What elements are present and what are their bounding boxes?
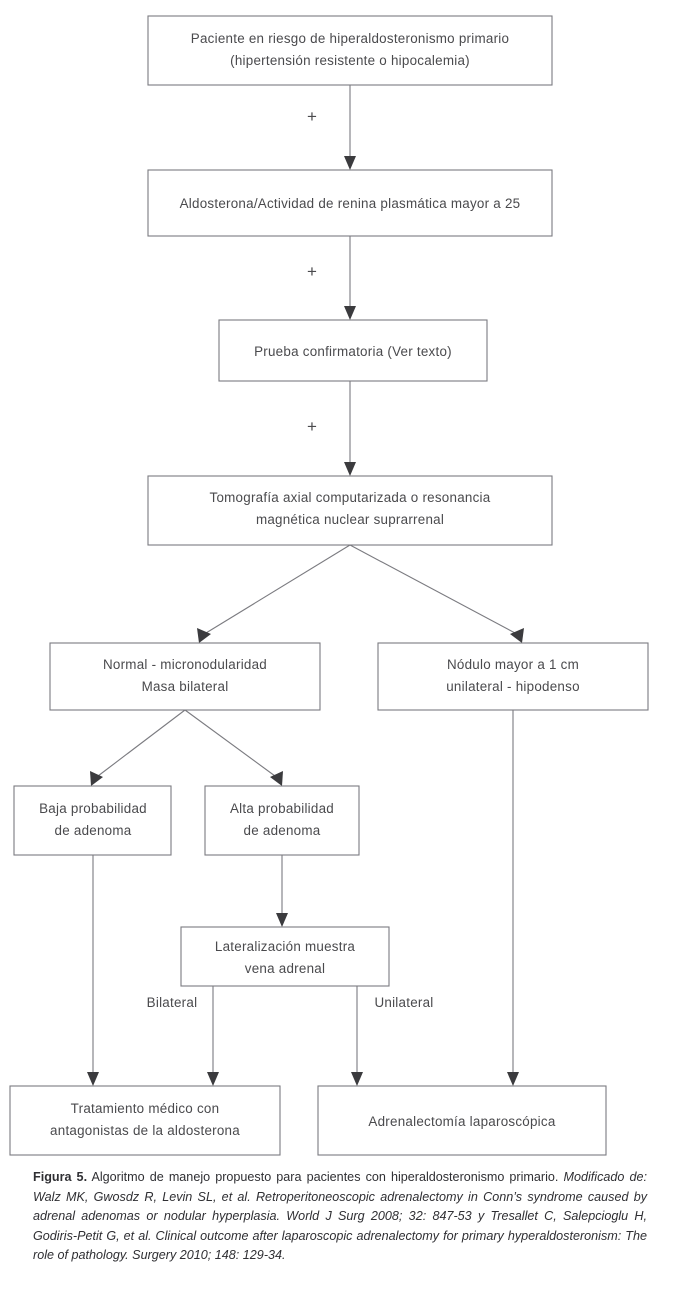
node-label-line1: Tratamiento médico con xyxy=(71,1101,220,1116)
arrowhead-n2-n3 xyxy=(344,306,356,320)
arrowhead-n8-n9 xyxy=(276,913,288,927)
node-normal-micronodularidad: Normal - micronodularidad Masa bilateral xyxy=(49,642,321,711)
node-lateralizacion-vena-adrenal: Lateralización muestra vena adrenal xyxy=(180,926,390,987)
node-box xyxy=(9,1085,281,1156)
arrowhead-n5-n8 xyxy=(270,771,283,786)
connector-n4-n5 xyxy=(205,544,351,634)
node-box xyxy=(147,169,553,237)
node-box xyxy=(204,785,360,856)
node-baja-probabilidad-adenoma: Baja probabilidad de adenoma xyxy=(13,785,172,856)
plus-sign-2: + xyxy=(307,262,317,281)
node-label-line1: Prueba confirmatoria (Ver texto) xyxy=(254,344,452,359)
node-label-line1: Nódulo mayor a 1 cm xyxy=(447,657,579,672)
arrowhead-n6-n11 xyxy=(507,1072,519,1086)
arrowhead-n1-n2 xyxy=(344,156,356,170)
node-label-line1: Aldosterona/Actividad de renina plasmáti… xyxy=(180,196,521,211)
node-box xyxy=(13,785,172,856)
arrowhead-n9-n10 xyxy=(207,1072,219,1086)
node-label-line1: Paciente en riesgo de hiperaldosteronism… xyxy=(191,31,509,46)
edge-label-unilateral: Unilateral xyxy=(374,995,433,1010)
node-label-line2: magnética nuclear suprarrenal xyxy=(256,512,444,527)
arrowhead-n4-n6 xyxy=(510,628,524,643)
edge-label-bilateral: Bilateral xyxy=(147,995,198,1010)
node-label-line2: unilateral - hipodenso xyxy=(446,679,580,694)
node-paciente-en-riesgo: Paciente en riesgo de hiperaldosteronism… xyxy=(147,15,553,86)
flowchart-diagram: + + + Bilateral Unilateral Paciente en r… xyxy=(9,15,649,1156)
node-adrenalectomia-laparoscopica: Adrenalectomía laparoscópica xyxy=(317,1085,607,1156)
node-label-line1: Normal - micronodularidad xyxy=(103,657,267,672)
arrowhead-n3-n4 xyxy=(344,462,356,476)
arrowhead-n7-n10 xyxy=(87,1072,99,1086)
plus-sign-1: + xyxy=(307,107,317,126)
connector-n4-n6 xyxy=(349,544,516,634)
connector-n5-n8 xyxy=(184,709,276,777)
arrowhead-n4-n5 xyxy=(197,628,211,643)
node-box xyxy=(49,642,321,711)
connector-n5-n7 xyxy=(97,709,186,777)
figure-title-text: Algoritmo de manejo propuesto para pacie… xyxy=(87,1170,559,1184)
node-label-line2: vena adrenal xyxy=(245,961,325,976)
node-label-line2: Masa bilateral xyxy=(142,679,229,694)
node-label-line2: de adenoma xyxy=(55,823,132,838)
node-aldosterona-renina: Aldosterona/Actividad de renina plasmáti… xyxy=(147,169,553,237)
node-label-line1: Lateralización muestra xyxy=(215,939,356,954)
node-box xyxy=(147,475,553,546)
node-label-line2: (hipertensión resistente o hipocalemia) xyxy=(230,53,470,68)
node-tratamiento-medico: Tratamiento médico con antagonistas de l… xyxy=(9,1085,281,1156)
plus-sign-3: + xyxy=(307,417,317,436)
node-label-line1: Alta probabilidad xyxy=(230,801,334,816)
arrowhead-n5-n7 xyxy=(90,771,103,786)
figure-number-label: Figura 5. xyxy=(33,1170,88,1184)
node-box xyxy=(377,642,649,711)
node-box xyxy=(180,926,390,987)
node-label-line1: Baja probabilidad xyxy=(39,801,147,816)
node-label-line1: Adrenalectomía laparoscópica xyxy=(368,1114,555,1129)
node-box xyxy=(147,15,553,86)
node-box xyxy=(317,1085,607,1156)
figure-caption: Figura 5. Algoritmo de manejo propuesto … xyxy=(33,1168,647,1266)
node-tomografia-resonancia: Tomografía axial computarizada o resonan… xyxy=(147,475,553,546)
node-nodulo-unilateral: Nódulo mayor a 1 cm unilateral - hipoden… xyxy=(377,642,649,711)
node-box xyxy=(218,319,488,382)
node-prueba-confirmatoria: Prueba confirmatoria (Ver texto) xyxy=(218,319,488,382)
figure-source-text: Modificado de: Walz MK, Gwosdz R, Levin … xyxy=(33,1170,648,1263)
connector-group xyxy=(87,85,524,1086)
node-label-line2: antagonistas de la aldosterona xyxy=(50,1123,240,1138)
node-label-line2: de adenoma xyxy=(244,823,321,838)
node-label-line1: Tomografía axial computarizada o resonan… xyxy=(210,490,491,505)
node-alta-probabilidad-adenoma: Alta probabilidad de adenoma xyxy=(204,785,360,856)
arrowhead-n9-n11 xyxy=(351,1072,363,1086)
